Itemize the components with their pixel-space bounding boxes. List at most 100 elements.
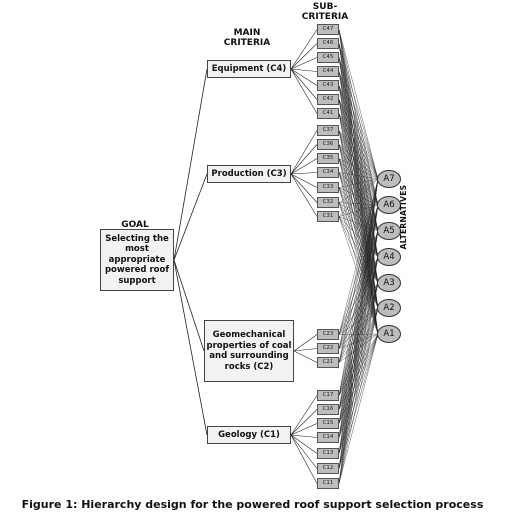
sub-alternative-link [338,307,379,484]
sub-alternative-link [338,178,379,469]
sub-criterion-c21: C21 [317,357,339,368]
sub-alternative-link [338,113,379,258]
sub-alternative-link [338,130,379,309]
sub-alternative-link [338,113,379,284]
sub-criterion-c43: C43 [317,80,339,91]
sub-alternative-link [338,230,379,424]
sub-alternative-link [338,178,379,203]
sub-alternative-link [338,130,379,284]
criterion-sub-link [290,68,318,100]
criterion-sub-link [293,334,318,352]
criterion-sub-link [290,434,318,469]
criterion-sub-link [293,348,318,352]
sub-alternative-link [338,99,379,180]
goal-header: GOAL [121,220,149,230]
sub-alternative-link [338,256,379,484]
criterion-sub-link [290,423,318,436]
sub-alternative-link [338,204,379,469]
sub-criterion-c47: C47 [317,24,339,35]
sub-alternative-link [338,333,379,396]
alternative-a2: A2 [377,299,401,317]
criterion-sub-link [290,172,318,175]
criterion-sub-link [290,173,318,203]
sub-alternative-link [338,43,379,180]
sub-alternative-link [338,158,379,180]
sub-alternative-link [338,230,379,469]
sub-alternative-link [338,187,379,309]
sub-alternative-link [338,144,379,284]
sub-alternative-link [338,333,379,410]
sub-alternative-link [338,282,379,484]
criterion-sub-link [290,144,318,175]
sub-criteria-header: SUB- CRITERIA [301,2,349,22]
criterion-sub-link [290,434,318,484]
sub-alternative-link [338,282,379,424]
sub-criterion-c16: C16 [317,404,339,415]
sub-alternative-link [338,158,379,206]
criterion-sub-link [290,68,318,114]
criterion-geology: Geology (C1) [207,426,291,444]
sub-criterion-c15: C15 [317,418,339,429]
sub-alternative-link [338,178,379,410]
sub-alternative-link [338,178,379,217]
criterion-label: Geomechanical properties of coal and sur… [206,330,292,372]
sub-alternative-link [338,230,379,454]
sub-alternative-link [338,282,379,438]
sub-alternative-link [338,29,379,180]
goal-criterion-link [173,259,208,436]
sub-criterion-c37: C37 [317,125,339,136]
sub-alternative-link [338,178,379,454]
alternatives-axis-label: ALTERNATIVES [399,184,408,250]
sub-alternative-link [338,71,379,180]
sub-alternative-link [338,333,379,484]
sub-criterion-c36: C36 [317,139,339,150]
sub-alternative-link [338,187,379,206]
sub-alternative-link [338,130,379,180]
sub-alternative-link [338,178,379,349]
sub-criterion-c45: C45 [317,52,339,63]
sub-alternative-link [338,178,379,424]
sub-alternative-link [338,230,379,363]
sub-alternative-link [338,204,379,363]
sub-alternative-link [338,113,379,180]
figure-caption: Figure 1: Hierarchy design for the power… [21,498,484,511]
criterion-sub-link [290,409,318,436]
sub-alternative-link [338,282,379,410]
sub-criterion-c46: C46 [317,38,339,49]
criterion-sub-link [290,29,318,70]
sub-alternative-link [338,144,379,335]
criterion-label: Geology (C1) [218,429,280,440]
sub-alternative-link [338,307,379,396]
criterion-sub-link [290,434,318,454]
criterion-sub-link [290,43,318,70]
alternative-a3: A3 [377,274,401,292]
goal-text: Selecting the most appropriate powered r… [104,233,170,286]
sub-criterion-c31: C31 [317,211,339,222]
alternative-a1: A1 [377,325,401,343]
criterion-sub-link [290,158,318,175]
sub-alternative-link [338,158,379,335]
criterion-production: Production (C3) [207,165,291,183]
goal-box: Selecting the most appropriate powered r… [100,229,174,291]
sub-alternative-link [338,230,379,396]
sub-alternative-link [338,282,379,396]
sub-alternative-link [338,130,379,335]
sub-alternative-link [338,204,379,454]
criterion-sub-link [290,173,318,217]
sub-criterion-c34: C34 [317,167,339,178]
criterion-sub-link [290,173,318,188]
alternative-a6: A6 [377,196,401,214]
alternative-a4: A4 [377,248,401,266]
alternative-a7: A7 [377,170,401,188]
sub-alternative-link [338,187,379,335]
sub-alternative-link [338,113,379,232]
sub-criterion-c35: C35 [317,153,339,164]
sub-alternative-link [338,333,379,363]
sub-alternative-link [338,130,379,206]
goal-criterion-link [173,173,208,261]
sub-alternative-link [338,256,379,410]
criterion-sub-link [290,68,318,86]
sub-alternative-link [338,204,379,424]
criterion-sub-link [293,350,318,363]
sub-alternative-link [338,178,379,484]
